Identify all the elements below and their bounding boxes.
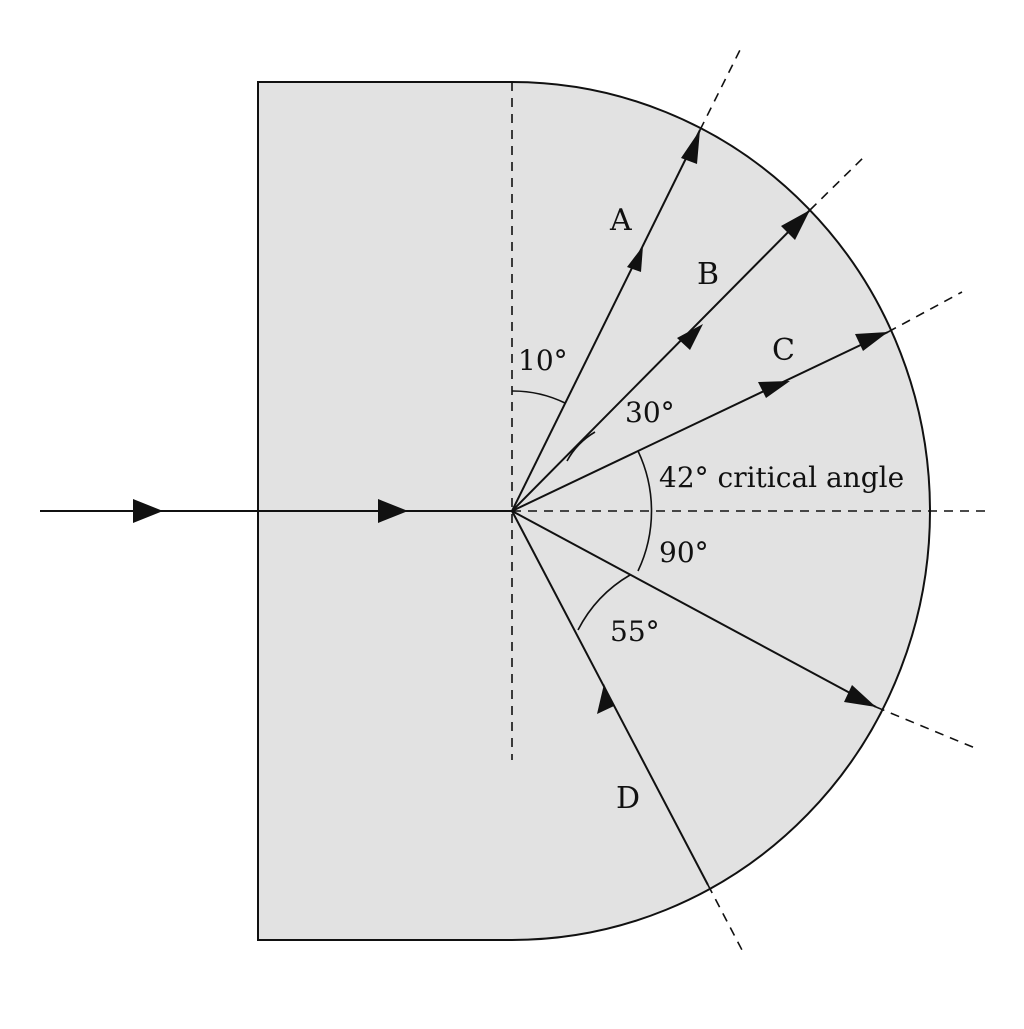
- ray-b: [511, 209, 811, 512]
- ray-label-c: C: [772, 333, 795, 368]
- angle-label-b: 30°: [625, 396, 675, 429]
- ray-label-b: B: [697, 257, 719, 292]
- angle-arc-a: [511, 390, 566, 404]
- angle-label-d: 55°: [610, 615, 660, 648]
- angle-label-a: 10°: [518, 344, 568, 377]
- ray-reflected-arrow: [844, 685, 876, 707]
- ray-a: [511, 129, 701, 512]
- normal-extension-a: [699, 49, 741, 131]
- angle-arc-d: [577, 574, 631, 631]
- normal-extension-d: [707, 884, 743, 951]
- ray-b-arrow-mid: [677, 324, 703, 350]
- incident-arrow-1: [133, 499, 163, 523]
- ray-b-arrow-end: [781, 210, 810, 240]
- normal-extension-reflected: [875, 706, 976, 749]
- angle-arc-c-right: [637, 450, 653, 572]
- ray-a-arrow-end: [681, 130, 700, 164]
- normal-extension-b: [809, 154, 867, 211]
- ray-c-arrow-end: [855, 332, 888, 351]
- ray-a-arrow-mid: [627, 246, 643, 272]
- ray-c: [511, 331, 889, 512]
- angle-arc-b: [566, 431, 596, 462]
- ray-c-arrow-mid: [758, 381, 790, 398]
- ray-label-a: A: [609, 203, 632, 238]
- ray-d-arrow: [597, 684, 614, 714]
- ray-label-d: D: [616, 781, 640, 816]
- normal-extension-c: [887, 291, 963, 333]
- ray-reflected: [511, 510, 877, 708]
- angle-label-c: 42° critical angle: [659, 461, 904, 494]
- incident-arrow-2: [378, 499, 408, 523]
- angle-label-right: 90°: [659, 536, 709, 569]
